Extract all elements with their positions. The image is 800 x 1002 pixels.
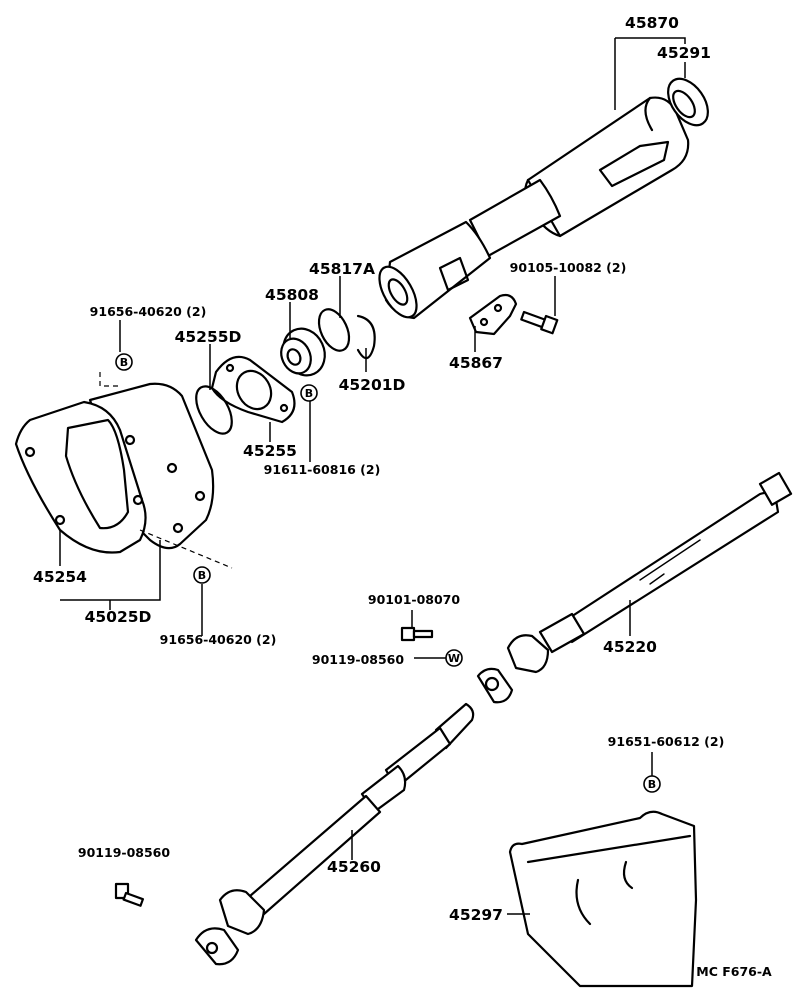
bolt-90119-low <box>114 882 145 907</box>
label-45867: 45867 <box>449 354 503 372</box>
label-45254: 45254 <box>33 568 87 586</box>
leader-lines <box>59 37 686 915</box>
label-45291: 45291 <box>657 44 711 62</box>
bracket-45867 <box>468 293 518 336</box>
label-45025D: 45025D <box>85 608 152 626</box>
label-45201D: 45201D <box>339 376 406 394</box>
gasket-45255D <box>195 385 233 435</box>
figure-id: MC F676-A <box>696 964 772 979</box>
svg-text:W: W <box>448 652 460 665</box>
bolt-90101 <box>400 626 434 642</box>
cover-45297 <box>508 810 698 988</box>
label-91656-top: 91656-40620 (2) <box>90 304 207 319</box>
bearing-45808 <box>280 327 326 377</box>
label-90119-mid: 90119-08560 <box>312 652 404 667</box>
svg-text:B: B <box>648 778 656 791</box>
label-90105: 90105-10082 (2) <box>510 260 627 275</box>
label-90101: 90101-08070 <box>368 592 460 607</box>
label-45260: 45260 <box>327 858 381 876</box>
bolt-90105 <box>520 310 559 335</box>
label-90119-low: 90119-08560 <box>78 845 170 860</box>
housing-45025D <box>14 382 215 554</box>
snap-ring-45201D <box>356 314 376 360</box>
label-91656-bottom: 91656-40620 (2) <box>160 632 277 647</box>
label-45220: 45220 <box>603 638 657 656</box>
code-badge-b-top: B <box>115 353 133 371</box>
grommet-45291 <box>667 77 709 127</box>
label-91611: 91611-60816 (2) <box>264 462 381 477</box>
label-45808: 45808 <box>265 286 319 304</box>
o-ring-45817A <box>317 308 351 352</box>
code-badge-b-mid: B <box>300 384 318 402</box>
svg-text:B: B <box>305 387 313 400</box>
label-45255D: 45255D <box>175 328 242 346</box>
svg-text:B: B <box>198 569 206 582</box>
intermediate-shaft-45220 <box>476 471 793 704</box>
plate-45255 <box>210 355 296 424</box>
label-45297: 45297 <box>449 906 503 924</box>
svg-text:B: B <box>120 356 128 369</box>
label-45870: 45870 <box>625 14 679 32</box>
code-badge-b-bottom: B <box>193 566 211 584</box>
code-badge-w: W <box>445 649 463 667</box>
column-tube-assembly <box>378 96 690 320</box>
label-45817A: 45817A <box>309 260 375 278</box>
label-45255: 45255 <box>243 442 297 460</box>
code-badge-b-cover: B <box>643 775 661 793</box>
label-91651: 91651-60612 (2) <box>608 734 725 749</box>
lower-shaft-45260 <box>194 702 475 966</box>
